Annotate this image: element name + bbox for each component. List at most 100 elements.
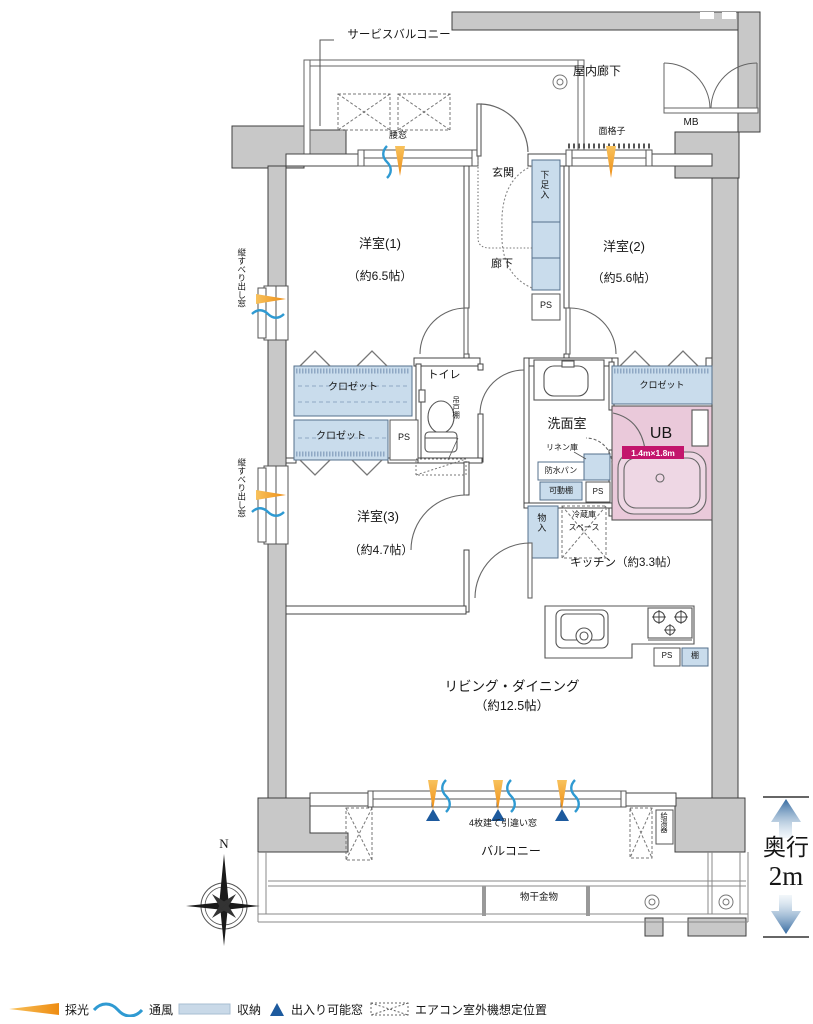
washroom-label: 洗面室 xyxy=(547,416,587,431)
label-leader xyxy=(319,39,334,126)
fridge-space-label-1: 冷蔵庫 xyxy=(572,510,596,519)
ac-outdoor-unit-box xyxy=(345,807,653,861)
balcony-label: バルコニー xyxy=(481,844,541,858)
lattice-window-label: 面格子 xyxy=(598,126,626,136)
fridge-space-label-2: スペース xyxy=(568,523,600,532)
legend-storage-label: 収納 xyxy=(237,1002,262,1017)
top-wall xyxy=(285,62,759,179)
mb-label: MB xyxy=(683,117,699,128)
toilet-fixture xyxy=(418,389,458,453)
accessible-window-triangle-icon xyxy=(270,1003,284,1016)
room2-size-label: （約5.6帖） xyxy=(591,271,657,285)
laundry-pole-posts xyxy=(482,886,590,916)
interior-walls xyxy=(285,165,713,807)
north-label: N xyxy=(219,836,229,851)
closet2-label: クロゼット xyxy=(316,431,366,442)
legend-aircon-label: エアコン室外機想定位置 xyxy=(415,1002,548,1017)
daylight-arrow xyxy=(428,780,567,810)
ac-outdoor-unit-icon xyxy=(370,1002,409,1016)
unit-bath-size-badge: 1.4m×1.8m xyxy=(622,446,684,459)
airflow-wave xyxy=(251,309,285,517)
hallway-label: 廊下 xyxy=(491,258,513,270)
storage-label: 物入 xyxy=(536,513,547,533)
legend-storage: 収納 xyxy=(178,1000,261,1018)
airflow-wave xyxy=(441,779,580,813)
airflow-wave-icon xyxy=(92,1002,144,1017)
daylight-arrow xyxy=(256,294,286,500)
living-dining-label: リビング・ダイニング xyxy=(444,679,580,694)
laundry-hardware-label: 物干金物 xyxy=(519,892,559,903)
folding-door-symbols xyxy=(299,350,699,476)
koshimado-window xyxy=(357,149,479,167)
closet1-label: クロゼット xyxy=(328,382,378,393)
kitchen-label: キッチン（約3.3帖） xyxy=(570,557,678,569)
balcony-area xyxy=(257,807,749,923)
ld-sliding-window xyxy=(367,779,627,821)
closet3-label: クロゼット xyxy=(639,380,685,390)
ac-outdoor-unit-box xyxy=(337,93,451,131)
airflow-wave xyxy=(382,145,392,179)
storage-box-icon xyxy=(178,1003,231,1015)
indoor-corridor-label: 屋内廊下 xyxy=(572,64,622,78)
ps-label: PS xyxy=(661,651,673,660)
room2-label: 洋室(2) xyxy=(603,239,645,254)
ps-label: PS xyxy=(539,300,553,310)
left-windows xyxy=(251,285,289,545)
depth-arrow-down xyxy=(771,895,801,934)
legend-daylight: 採光 xyxy=(8,1000,89,1018)
sliding-window-label: 4枚建て引違い窓 xyxy=(468,818,538,828)
corridor-double-door xyxy=(663,62,759,114)
doors xyxy=(410,160,646,599)
linen-label: リネン庫 xyxy=(546,443,578,452)
legend-airflow: 通風 xyxy=(92,1000,173,1018)
hanging-cupboard-label: 吊戸棚 xyxy=(451,396,461,419)
service-balcony-label: サービスバルコニー xyxy=(347,29,451,41)
storage-elements xyxy=(293,159,713,667)
room1-label: 洋室(1) xyxy=(359,236,401,251)
daylight-arrow xyxy=(395,146,616,178)
fridge-space-box xyxy=(561,505,607,559)
service-balcony xyxy=(303,39,585,159)
living-dining-size-label: （約12.5帖） xyxy=(474,699,550,713)
entrance-door xyxy=(476,103,529,157)
shelf-label: 棚 xyxy=(691,651,699,660)
vanity xyxy=(533,359,605,401)
toilet-label: トイレ xyxy=(427,369,461,381)
waterproof-pan-label: 防水パン xyxy=(544,466,578,475)
room1-size-label: （約6.5帖） xyxy=(347,269,413,283)
railing-caps xyxy=(644,894,734,910)
legend-airflow-label: 通風 xyxy=(149,1002,174,1017)
drain-cap xyxy=(552,74,568,90)
ps-shafts xyxy=(389,293,681,667)
legend-accessible-window-label: 出入り可能窓 xyxy=(291,1002,364,1017)
waist-window-label: 腰窓 xyxy=(388,130,408,140)
casement-window-label: 縦すべり出し窓 xyxy=(236,458,247,518)
compass-rose xyxy=(186,854,260,946)
daylight-arrow-icon xyxy=(9,1003,59,1015)
depth-annotation xyxy=(763,796,809,938)
legend-aircon: エアコン室外機想定位置 xyxy=(370,1000,547,1018)
room3-size-label: （約4.7帖） xyxy=(348,543,414,557)
legend-accessible-window: 出入り可能窓 xyxy=(268,1000,363,1018)
unit-bath-label: UB xyxy=(649,425,673,442)
leader-lines xyxy=(447,437,587,461)
water-heater-box xyxy=(655,809,674,845)
unit-bath xyxy=(611,405,713,521)
stove-burners xyxy=(652,610,688,636)
depth-value: 2m xyxy=(768,861,804,891)
wall-notches xyxy=(700,12,736,19)
casement-window-label: 縦すべり出し窓 xyxy=(236,248,247,308)
depth-arrow-up xyxy=(771,799,801,838)
hanging-cupboard xyxy=(415,458,467,476)
shoe-cabinet-label: 下足入 xyxy=(539,170,550,200)
ps-label: PS xyxy=(397,432,411,442)
entrance-label: 玄関 xyxy=(492,167,514,179)
legend-daylight-label: 採光 xyxy=(65,1002,90,1017)
water-heater-label: 給湯器 xyxy=(660,812,668,833)
room3-label: 洋室(3) xyxy=(357,509,399,524)
depth-label: 奥行 xyxy=(763,835,809,860)
movable-shelf-label: 可動棚 xyxy=(549,486,573,495)
ps-label: PS xyxy=(592,487,604,496)
